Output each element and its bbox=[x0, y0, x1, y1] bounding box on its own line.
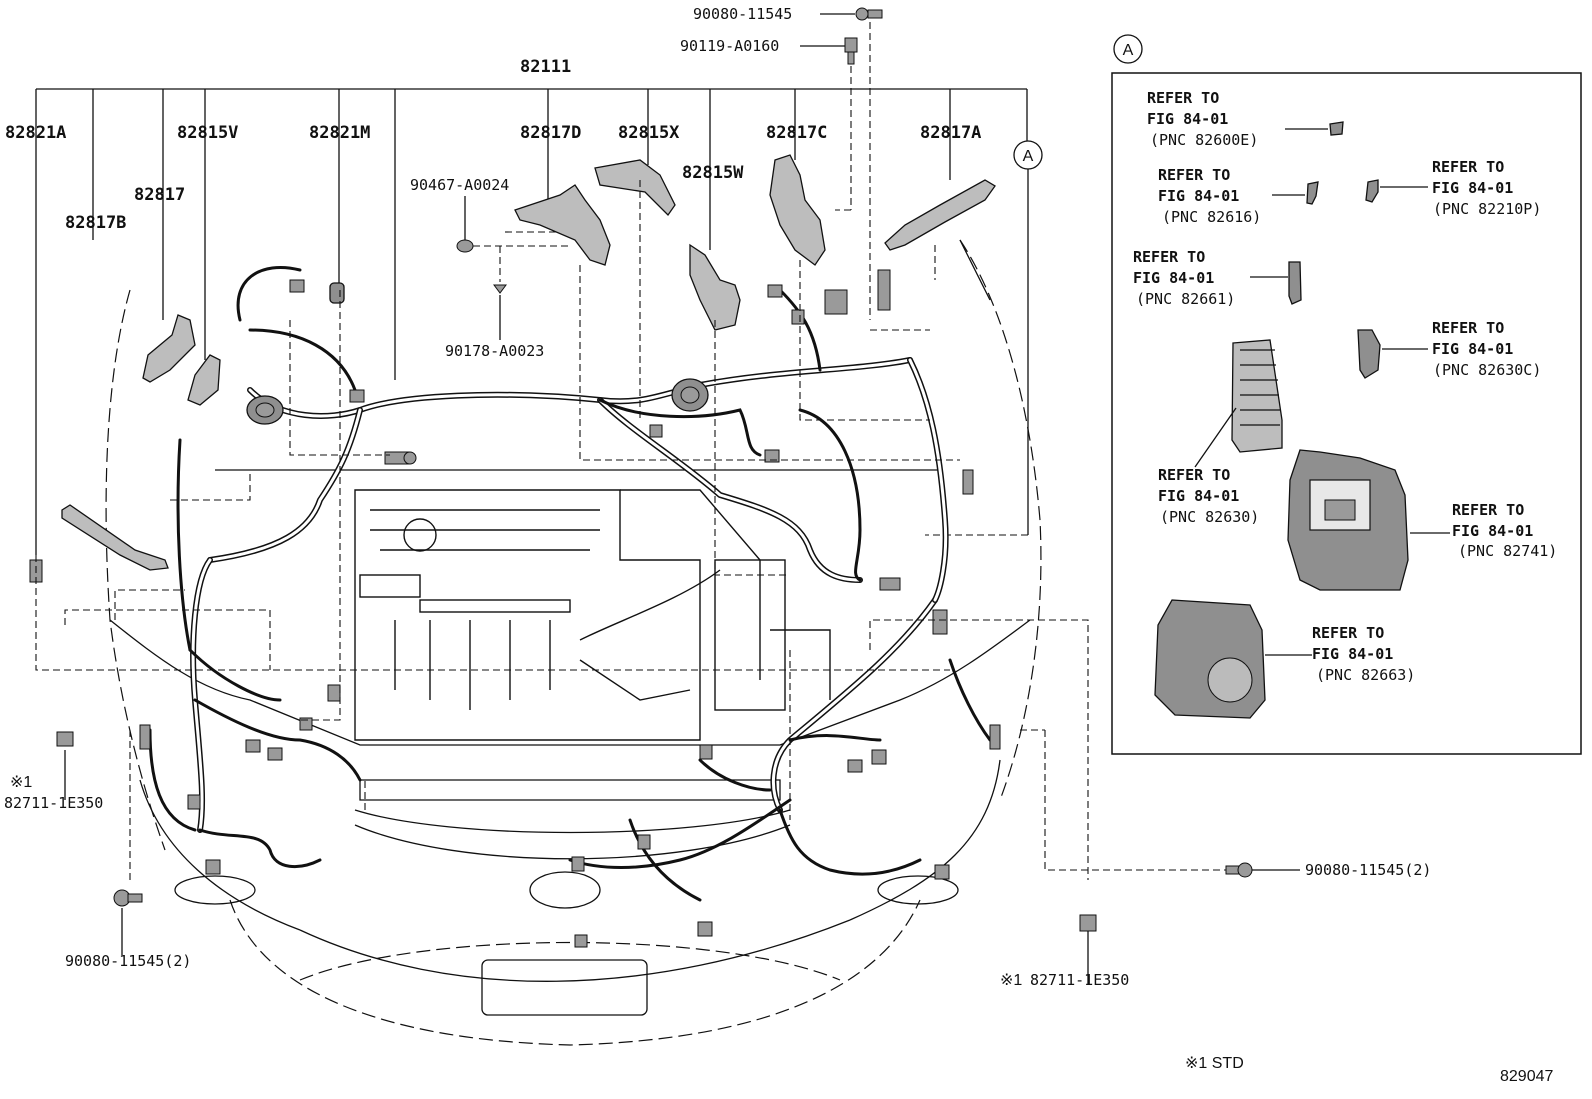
svg-text:(PNC 82741): (PNC 82741) bbox=[1458, 542, 1557, 560]
attachment-lines bbox=[35, 180, 1230, 880]
inset-ref-82741: REFER TO FIG 84-01 (PNC 82741) bbox=[1287, 449, 1557, 591]
svg-text:※1: ※1 bbox=[10, 774, 32, 791]
svg-text:FIG 84-01: FIG 84-01 bbox=[1432, 179, 1513, 197]
inset-ref-82600E: REFER TO FIG 84-01 (PNC 82600E) bbox=[1147, 89, 1344, 149]
bracket-82815W bbox=[689, 243, 741, 331]
svg-text:REFER TO: REFER TO bbox=[1432, 319, 1504, 337]
bracket-82817B bbox=[61, 504, 169, 571]
vehicle-body-outline bbox=[105, 239, 1042, 1046]
branch-wires bbox=[148, 265, 992, 902]
svg-text:(PNC 82630): (PNC 82630) bbox=[1160, 508, 1259, 526]
svg-text:FIG 84-01: FIG 84-01 bbox=[1432, 340, 1513, 358]
svg-text:FIG 84-01: FIG 84-01 bbox=[1158, 487, 1239, 505]
svg-text:(PNC 82210P): (PNC 82210P) bbox=[1433, 200, 1541, 218]
svg-text:A: A bbox=[1023, 148, 1034, 165]
svg-text:REFER TO: REFER TO bbox=[1158, 466, 1230, 484]
figure-id: 829047 bbox=[1500, 1068, 1553, 1085]
svg-text:(PNC 82663): (PNC 82663) bbox=[1316, 666, 1415, 684]
bracket-82815X bbox=[594, 159, 676, 217]
inset-ref-82210P: REFER TO FIG 84-01 (PNC 82210P) bbox=[1365, 158, 1541, 218]
svg-text:90178-A0023: 90178-A0023 bbox=[445, 342, 544, 360]
label-82817C: 82817C bbox=[766, 123, 827, 143]
label-82815V: 82815V bbox=[177, 123, 238, 143]
inset-ref-82663: REFER TO FIG 84-01 (PNC 82663) bbox=[1154, 599, 1415, 719]
svg-text:REFER TO: REFER TO bbox=[1452, 501, 1524, 519]
svg-text:(PNC 82600E): (PNC 82600E) bbox=[1150, 131, 1258, 149]
bracket-82817D bbox=[514, 184, 611, 266]
bracket-82817A bbox=[884, 179, 996, 251]
inset-ref-82630C: REFER TO FIG 84-01 (PNC 82630C) bbox=[1357, 319, 1541, 379]
engine-block bbox=[354, 489, 831, 741]
label-82111: 82111 bbox=[520, 57, 571, 77]
connectors bbox=[139, 269, 1001, 948]
fastener-90080-right: 90080-11545(2) bbox=[1225, 861, 1431, 879]
inset-ref-82616: REFER TO FIG 84-01 (PNC 82616) bbox=[1158, 166, 1319, 226]
svg-text:FIG 84-01: FIG 84-01 bbox=[1452, 522, 1533, 540]
label-82821A: 82821A bbox=[5, 123, 66, 143]
svg-text:FIG 84-01: FIG 84-01 bbox=[1312, 645, 1393, 663]
svg-text:REFER TO: REFER TO bbox=[1312, 624, 1384, 642]
bracket-82817C bbox=[769, 154, 826, 266]
svg-text:82711-1E350: 82711-1E350 bbox=[4, 794, 103, 812]
label-82821M: 82821M bbox=[309, 123, 370, 143]
svg-text:REFER TO: REFER TO bbox=[1133, 248, 1205, 266]
svg-text:90080-11545(2): 90080-11545(2) bbox=[65, 952, 191, 970]
label-82817: 82817 bbox=[134, 185, 185, 205]
svg-text:REFER TO: REFER TO bbox=[1432, 158, 1504, 176]
svg-text:82711-1E350: 82711-1E350 bbox=[1030, 971, 1129, 989]
svg-text:90119-A0160: 90119-A0160 bbox=[680, 37, 779, 55]
inset-ref-82630: REFER TO FIG 84-01 (PNC 82630) bbox=[1158, 339, 1283, 526]
ref-marker-a: A bbox=[925, 140, 1043, 536]
svg-text:(PNC 82616): (PNC 82616) bbox=[1162, 208, 1261, 226]
svg-text:90467-A0024: 90467-A0024 bbox=[410, 176, 509, 194]
svg-text:REFER TO: REFER TO bbox=[1158, 166, 1230, 184]
label-82817D: 82817D bbox=[520, 123, 581, 143]
fastener-90080-top: 90080-11545 bbox=[693, 5, 883, 320]
grommets bbox=[246, 378, 709, 465]
inset-ref-82661: REFER TO FIG 84-01 (PNC 82661) bbox=[1133, 248, 1302, 308]
svg-text:(PNC 82630C): (PNC 82630C) bbox=[1433, 361, 1541, 379]
svg-text:FIG 84-01: FIG 84-01 bbox=[1133, 269, 1214, 287]
label-82817A: 82817A bbox=[920, 123, 981, 143]
svg-text:(PNC 82661): (PNC 82661) bbox=[1136, 290, 1235, 308]
svg-text:※1: ※1 bbox=[1000, 972, 1022, 989]
bracket-82815V bbox=[187, 354, 221, 406]
fastener-82711-right: ※1 82711-1E350 bbox=[1000, 914, 1129, 989]
bracket-82817 bbox=[142, 314, 196, 383]
label-82815X: 82815X bbox=[618, 123, 680, 143]
fastener-90119: 90119-A0160 bbox=[680, 37, 858, 211]
svg-text:FIG 84-01: FIG 84-01 bbox=[1158, 187, 1239, 205]
svg-text:90080-11545(2): 90080-11545(2) bbox=[1305, 861, 1431, 879]
svg-text:A: A bbox=[1123, 42, 1134, 59]
std-note: ※1 STD bbox=[1185, 1055, 1244, 1072]
fastener-90178: 90178-A0023 bbox=[445, 246, 544, 360]
fastener-90080-left: 90080-11545(2) bbox=[65, 889, 191, 970]
clip-82821M bbox=[329, 282, 345, 304]
svg-text:FIG 84-01: FIG 84-01 bbox=[1147, 110, 1228, 128]
callout-bracket bbox=[35, 88, 1028, 555]
svg-text:90080-11545: 90080-11545 bbox=[693, 5, 792, 23]
main-harness-82111 bbox=[190, 357, 949, 833]
fastener-90467: 90467-A0024 bbox=[410, 176, 570, 253]
label-82817B: 82817B bbox=[65, 213, 126, 233]
fastener-82711-left: ※1 82711-1E350 bbox=[4, 731, 103, 812]
label-82815W: 82815W bbox=[682, 163, 744, 183]
svg-text:REFER TO: REFER TO bbox=[1147, 89, 1219, 107]
inset-a: A REFER TO FIG 84-01 (PNC 82600E) REFER … bbox=[1111, 34, 1582, 755]
